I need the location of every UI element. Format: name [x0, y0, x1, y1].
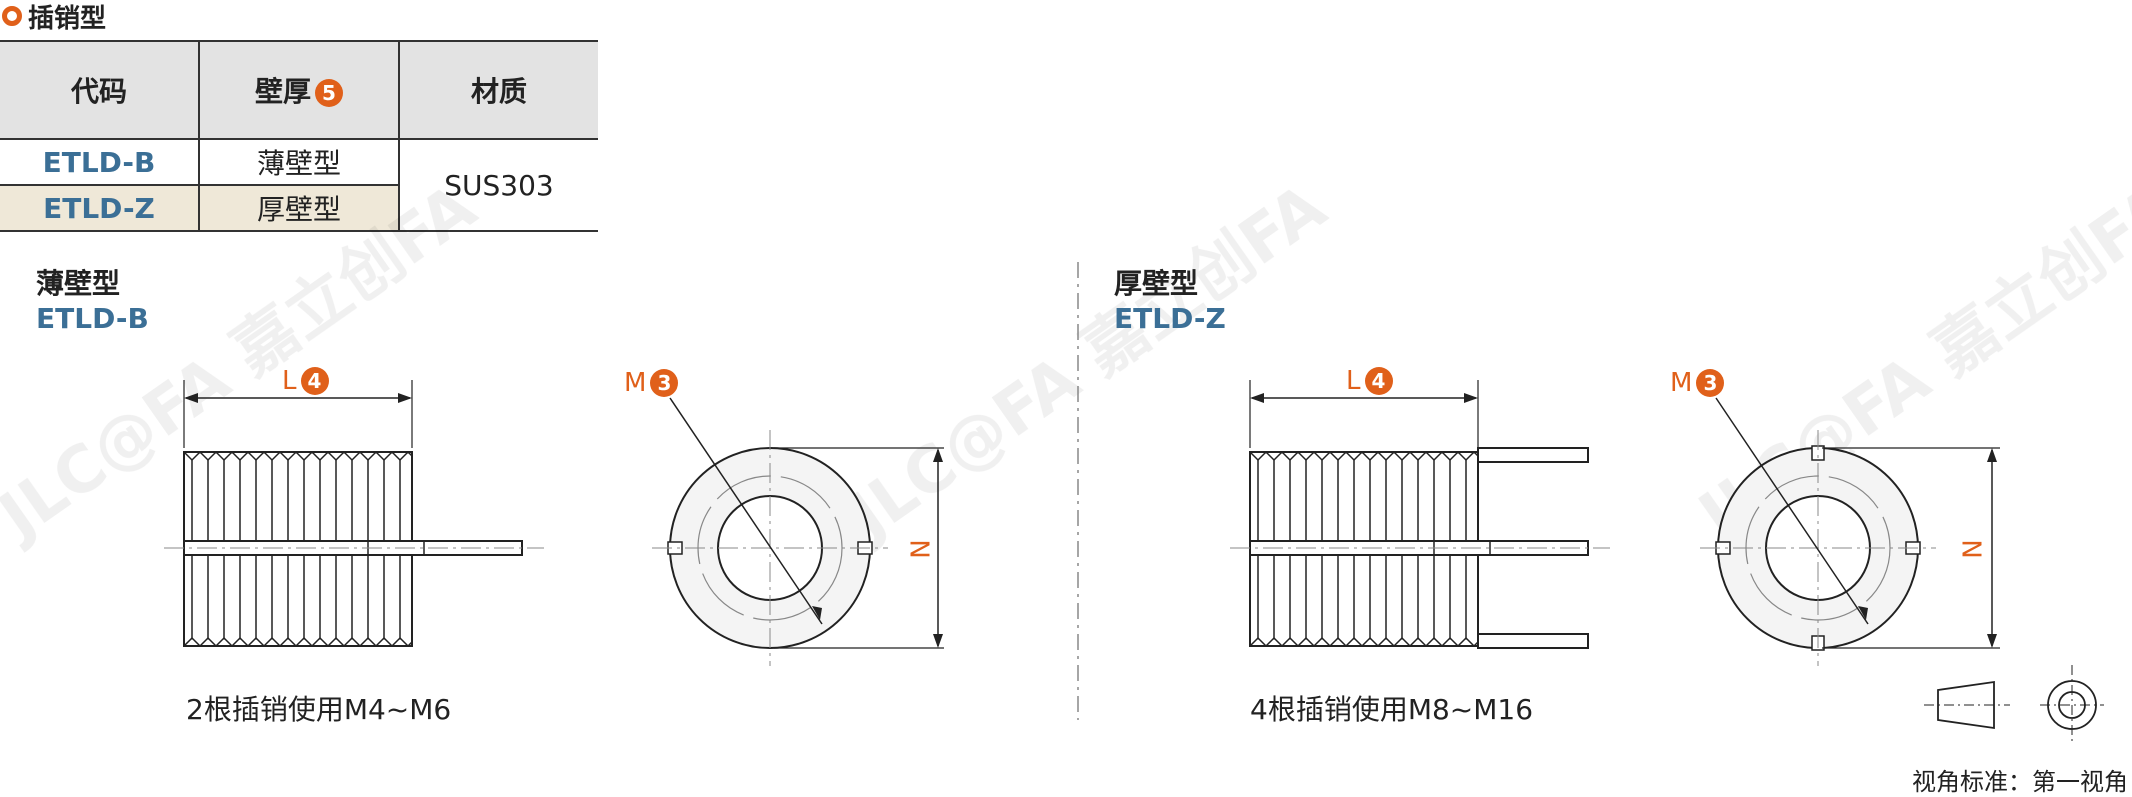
dim-L-badge: 4	[300, 367, 329, 395]
row-code: ETLD-B	[0, 138, 200, 186]
left-view-code: ETLD-B	[36, 302, 149, 335]
dim-M-text: M	[1670, 368, 1693, 398]
dim-L-text: L	[282, 366, 297, 396]
row-wall: 厚壁型	[198, 184, 399, 232]
left-dim-L: L 4	[282, 366, 329, 396]
left-side-view	[164, 380, 544, 648]
right-dim-M: M 3	[1670, 368, 1725, 398]
svg-text:JLC@FA 嘉立创FA: JLC@FA 嘉立创FA	[833, 170, 1339, 555]
row-code: ETLD-Z	[0, 184, 200, 232]
row-wall: 薄壁型	[198, 138, 400, 186]
dim-M-badge: 3	[1696, 369, 1725, 397]
left-caption: 2根插销使用M4~M6	[186, 693, 452, 726]
right-dim-L: L 4	[1346, 366, 1393, 396]
wall-badge: 5	[315, 79, 343, 107]
view-standard: 视角标准：第一视角	[1912, 768, 2128, 796]
header-wall-text: 壁厚	[254, 75, 311, 108]
right-view-code: ETLD-Z	[1114, 302, 1226, 335]
left-end-view	[652, 397, 944, 666]
header-material: 材质	[398, 40, 598, 140]
section-title: 插销型	[2, 0, 107, 34]
right-view-title: 厚壁型	[1114, 267, 1199, 300]
right-caption: 4根插销使用M8~M16	[1250, 693, 1534, 726]
left-dim-N: N	[906, 539, 937, 559]
dim-L-text: L	[1346, 366, 1361, 396]
dim-M-text: M	[624, 368, 647, 398]
projection-symbol-icon	[1924, 665, 2104, 745]
svg-text:JLC@FA 嘉立创FA: JLC@FA 嘉立创FA	[0, 170, 490, 555]
dim-M-badge: 3	[650, 369, 679, 397]
section-title-text: 插销型	[28, 3, 107, 34]
material-cell: SUS303	[398, 138, 598, 232]
table-row: ETLD-Z 厚壁型	[0, 184, 598, 232]
right-end-view	[1700, 397, 2000, 666]
left-dim-M: M 3	[624, 368, 679, 398]
ring-bullet-icon	[2, 6, 22, 26]
right-side-view	[1230, 380, 1610, 649]
left-view-title: 薄壁型	[36, 267, 121, 300]
right-dim-N: N	[1958, 539, 1989, 559]
dim-L-badge: 4	[1364, 367, 1393, 395]
header-code: 代码	[0, 40, 200, 140]
table-row: ETLD-B 薄壁型 SUS303	[0, 138, 598, 232]
